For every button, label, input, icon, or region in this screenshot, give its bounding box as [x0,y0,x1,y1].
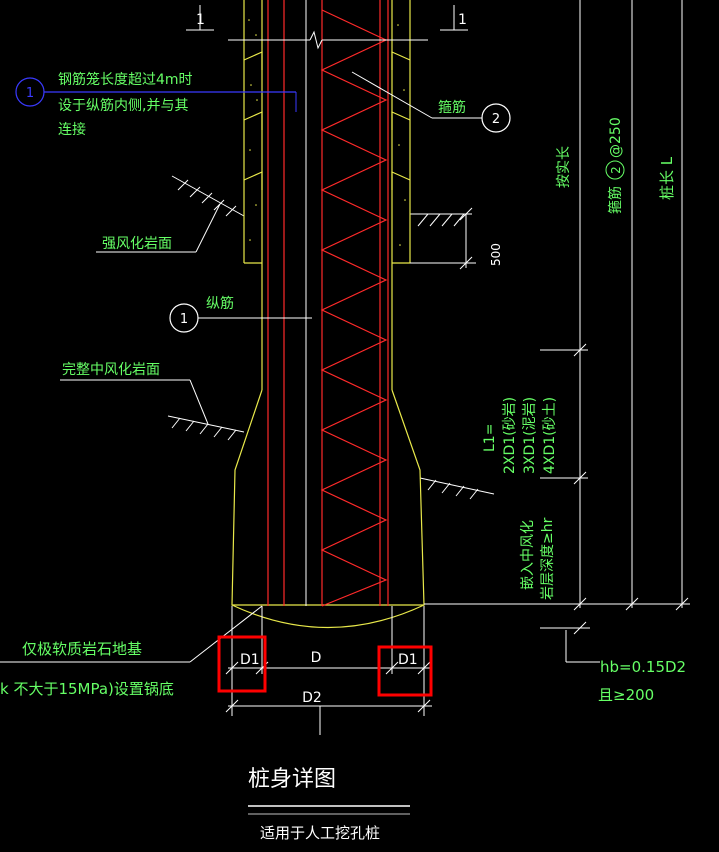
dim-D1-left: D1 [240,652,260,668]
dim-D2: D2 [302,690,322,706]
length-L1-sandstone: 2XD1(砂岩) [502,397,518,474]
callout-longitudinal: 1 纵筋 [169,295,312,333]
dim-D1-right: D1 [398,652,418,668]
callout-circle-icon [481,103,511,133]
stirrup-spacing-circle-icon [605,160,625,180]
ground-hatching [167,175,495,500]
length-L1-group: L1= 2XD1(砂岩) 3XD1(泥岩) 4XD1(砂土) [482,397,558,474]
callout-1-note-line1: 钢筋笼长度超过4m时 [58,71,193,88]
embed-line2: 岩层深度≥hr [540,517,556,600]
drawing-subtitle: 适用于人工挖孔桩 [260,824,380,842]
strong-weathered-label: 强风化岩面 [102,236,172,252]
highlight-box-D1-left [217,635,267,693]
callout-1-note-line3: 连接 [58,121,86,138]
anchor-length-label: 按实长 [556,146,572,188]
hb-line2: 且≥200 [598,686,654,704]
length-L1-mudstone: 3XD1(泥岩) [522,397,538,474]
callout-1-top: 1 钢筋笼长度超过4m时 设于纵筋内侧,并与其 连接 [15,71,297,138]
drawing-title: 桩身详图 [248,767,336,792]
longitudinal-label: 纵筋 [206,295,234,312]
base-note-line1: 仅极软质岩石地基 [22,640,142,658]
wall-stipple [248,19,406,246]
length-L1-sandsoil: 4XD1(砂土) [542,397,558,474]
bottom-dimension-lines [225,606,432,716]
ground-labels: 强风化岩面 完整中风化岩面 [60,203,221,425]
pile-outline [231,0,425,628]
base-note: 仅极软质岩石地基 k 不大于15MPa)设置锅底 [0,605,263,698]
dim-D: D [311,650,322,666]
hb-line1: hb=0.15D2 [600,658,686,676]
right-dimension-lines [424,0,690,663]
callout-2-number: 2 [492,112,500,127]
callout-1-number: 1 [26,86,34,101]
rebar-cage [267,0,389,607]
dim-500: 500 [410,207,503,270]
section-mark-right: 1 [458,12,467,28]
break-line [186,5,468,50]
highlight-box-D1-right [377,645,433,697]
callout-1-note-line2: 设于纵筋内侧,并与其 [58,97,188,114]
stirrup-spacing-value: @250 [608,117,624,158]
stirrup-spacing-label: 箍筋 [607,186,624,214]
embed-depth-group: 嵌入中风化 岩层深度≥hr [520,517,556,600]
dim-500-text: 500 [489,243,503,266]
callout-longitudinal-number: 1 [180,312,188,327]
stirrup-spacing-number: 2 [609,166,623,174]
section-mark-left: 1 [196,12,205,28]
moderate-weathered-label: 完整中风化岩面 [62,362,160,378]
base-note-line2: k 不大于15MPa)设置锅底 [0,680,174,698]
callout-stirrup: 2 箍筋 [351,71,511,133]
stirrup-label: 箍筋 [438,99,466,116]
length-L1-head: L1= [482,424,498,452]
embed-line1: 嵌入中风化 [520,520,536,590]
stirrup-spacing-group: 箍筋 2 @250 [605,117,625,214]
pile-length-label: 桩长 L [658,156,676,200]
